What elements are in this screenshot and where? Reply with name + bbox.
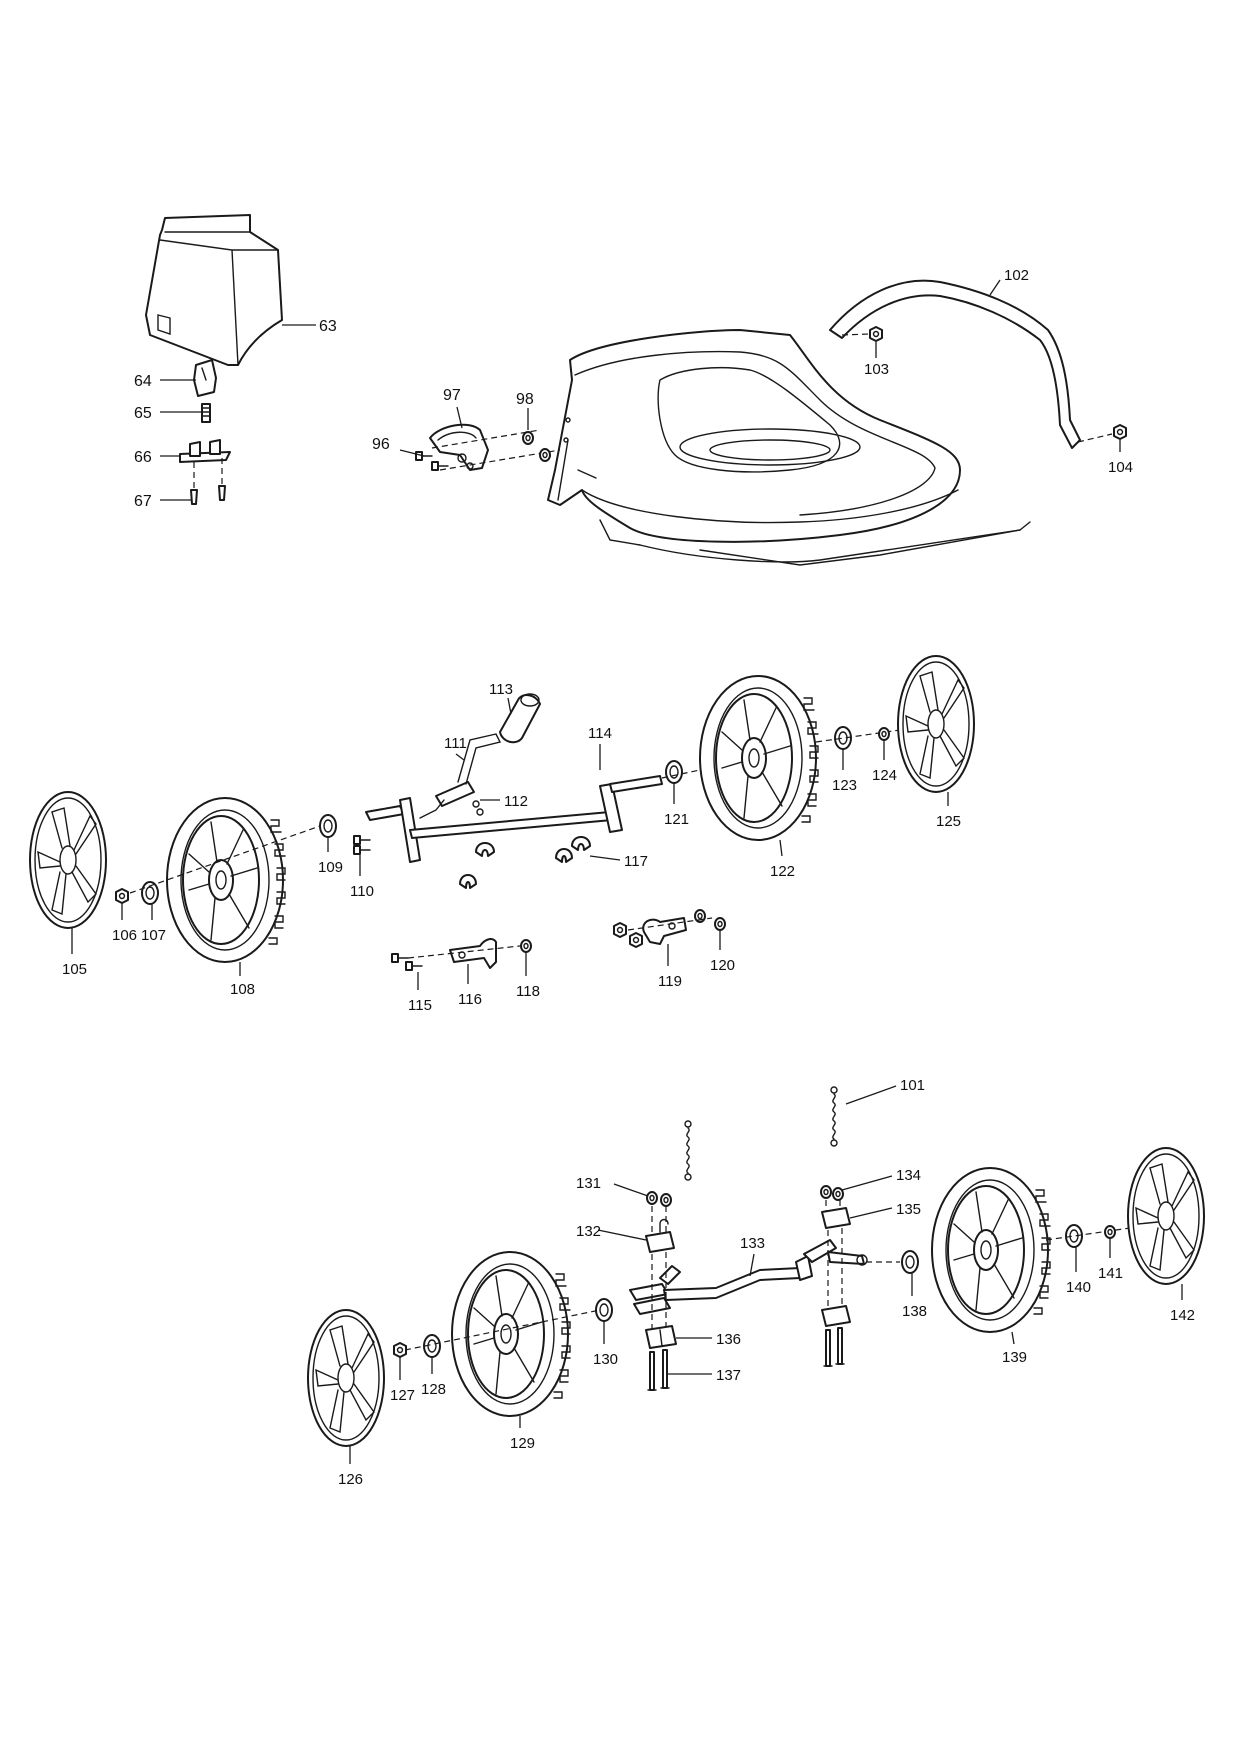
label-102: 102 [1004,267,1029,284]
label-105: 105 [62,961,87,978]
label-132: 132 [576,1223,601,1240]
latch-plate [179,439,231,463]
clamp-135 [821,1207,851,1229]
hubcap-125 [897,655,975,793]
label-67: 67 [134,493,152,510]
label-63: 63 [319,318,337,335]
label-64: 64 [134,373,152,390]
label-106: 106 [112,927,137,944]
label-104: 104 [1108,459,1133,476]
label-139: 139 [1002,1349,1027,1366]
label-111: 111 [444,735,467,752]
spring-101 [830,1086,838,1147]
label-112: 112 [504,793,528,810]
label-129: 129 [510,1435,535,1452]
front-right-wheel [699,675,819,841]
small-spring [201,403,211,423]
bolts-137 [647,1349,670,1391]
label-138: 138 [902,1303,927,1320]
front-axle-assembly [365,733,663,863]
label-142: 142 [1170,1307,1195,1324]
label-110: 110 [350,883,374,900]
label-101: 101 [900,1077,925,1094]
hubcap-142 [1127,1147,1205,1285]
label-126: 126 [338,1471,363,1488]
lever-grip [499,693,541,744]
mower-deck-housing [547,329,1031,566]
label-134: 134 [896,1167,921,1184]
label-116: 116 [458,991,482,1008]
label-128: 128 [421,1381,446,1398]
rear-left-wheel [451,1251,571,1417]
label-131: 131 [576,1175,601,1192]
label-141: 141 [1098,1265,1123,1282]
label-136: 136 [716,1331,741,1348]
front-left-wheel [166,797,286,963]
label-133: 133 [740,1235,765,1252]
spring-left [684,1120,692,1181]
hubcap-105 [29,791,107,929]
rear-right-wheel [931,1167,1051,1333]
hubcap-126 [307,1309,385,1447]
label-118: 118 [516,983,540,1000]
label-98: 98 [516,391,534,408]
label-130: 130 [593,1351,618,1368]
label-135: 135 [896,1201,921,1218]
latch-part [193,359,217,397]
front-handle-bar [829,279,1081,449]
label-117: 117 [624,853,648,870]
label-123: 123 [832,777,857,794]
clamp-132 [645,1218,675,1253]
label-109: 109 [318,859,343,876]
label-107: 107 [141,927,166,944]
clamp-lower-right [821,1305,851,1367]
axle-clips [459,836,591,889]
screw-67 [190,485,226,505]
height-bracket [429,423,489,471]
label-119: 119 [658,973,682,990]
label-103: 103 [864,361,889,378]
label-121: 121 [664,811,689,828]
grass-catcher-flap [145,214,283,366]
label-108: 108 [230,981,255,998]
label-97: 97 [443,387,461,404]
label-120: 120 [710,957,735,974]
label-124: 124 [872,767,897,784]
label-127: 127 [390,1387,415,1404]
label-140: 140 [1066,1279,1091,1296]
label-114: 114 [588,725,612,742]
label-122: 122 [770,863,795,880]
label-96: 96 [372,436,390,453]
label-115: 115 [408,997,432,1014]
label-125: 125 [936,813,961,830]
bracket-119 [642,917,687,945]
label-65: 65 [134,405,152,422]
label-113: 113 [489,681,513,698]
label-137: 137 [716,1367,741,1384]
clamp-136 [645,1325,677,1349]
label-66: 66 [134,449,152,466]
bracket-116 [449,938,497,969]
